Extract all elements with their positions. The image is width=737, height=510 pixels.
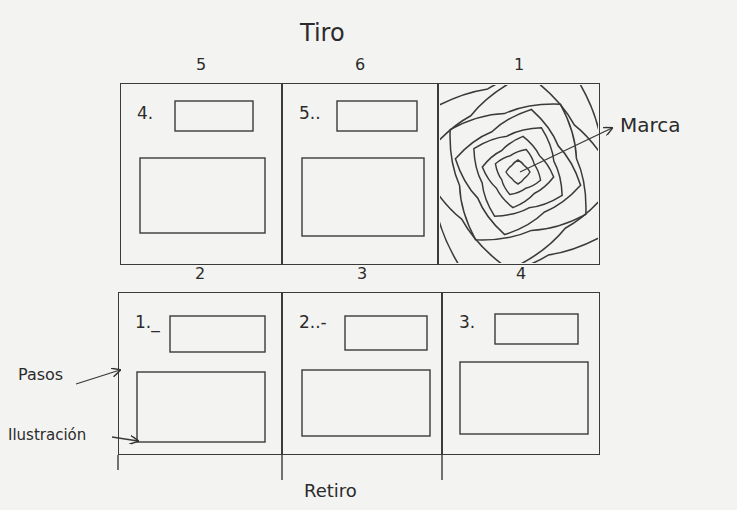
panel-number: 4 bbox=[516, 265, 526, 283]
panel-number: 2 bbox=[195, 265, 205, 283]
step-number: 2..- bbox=[299, 313, 327, 332]
step-number: 1._ bbox=[135, 313, 160, 332]
panel-number: 5 bbox=[196, 56, 206, 74]
step-number: 4. bbox=[137, 104, 153, 123]
panel-number: 1 bbox=[514, 56, 524, 74]
side-caption: Retiro bbox=[304, 481, 357, 501]
brochure-panel: 1 bbox=[438, 83, 600, 265]
brand-label: Marca bbox=[620, 114, 681, 136]
steps-label: Pasos bbox=[18, 366, 63, 384]
brochure-panel: 32..- bbox=[282, 292, 442, 455]
brochure-panel: 21._ bbox=[118, 292, 282, 455]
side-title: Tiro bbox=[300, 20, 345, 46]
step-number: 5.. bbox=[299, 104, 321, 123]
illustration-label: Ilustración bbox=[8, 427, 86, 444]
brochure-panel: 65.. bbox=[282, 83, 438, 265]
brochure-panel: 43. bbox=[442, 292, 600, 455]
panel-number: 3 bbox=[357, 265, 367, 283]
brochure-panel: 54. bbox=[120, 83, 282, 265]
step-number: 3. bbox=[459, 313, 475, 332]
panel-number: 6 bbox=[355, 56, 365, 74]
